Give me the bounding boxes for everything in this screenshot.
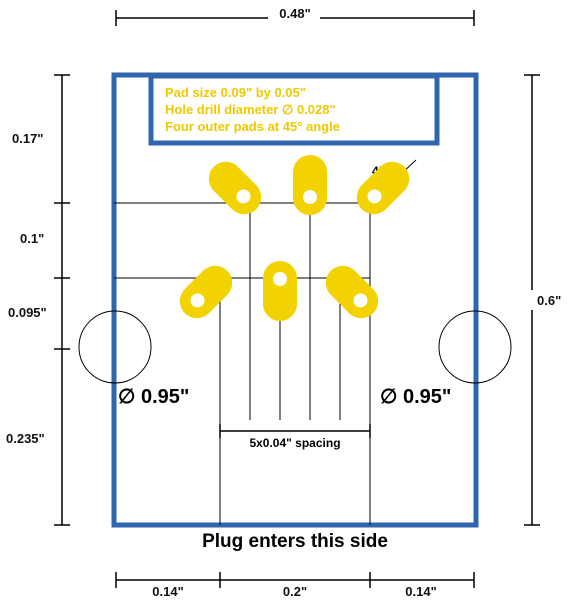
pad-2 bbox=[293, 155, 327, 215]
left-dim-2: 0.1" bbox=[20, 231, 44, 246]
bottom-dimension bbox=[115, 572, 475, 588]
pad-group bbox=[172, 154, 417, 326]
spacing-label: 5x0.04" spacing bbox=[249, 436, 340, 450]
pad-6 bbox=[318, 258, 386, 326]
left-dimension bbox=[54, 74, 70, 526]
left-dim-1: 0.17" bbox=[12, 131, 43, 146]
mount-hole-right bbox=[438, 310, 512, 384]
bottom-dim-right: 0.14" bbox=[405, 584, 436, 599]
pad-4 bbox=[172, 258, 240, 326]
mount-hole-left-label: ∅ 0.95" bbox=[118, 386, 189, 408]
pad-3 bbox=[349, 154, 417, 222]
plug-entry-caption: Plug enters this side bbox=[202, 531, 388, 552]
bottom-dim-left: 0.14" bbox=[152, 584, 183, 599]
spacing-dimension bbox=[219, 424, 371, 438]
left-dim-4: 0.235" bbox=[6, 431, 45, 446]
top-width-label: 0.48" bbox=[279, 6, 310, 21]
mount-hole-right-label: ∅ 0.95" bbox=[380, 386, 451, 408]
note-hole-drill: Hole drill diameter ∅ 0.028" bbox=[165, 102, 336, 117]
pad-1 bbox=[201, 154, 269, 222]
right-height-label: 0.6" bbox=[537, 293, 561, 308]
note-pad-angle: Four outer pads at 45° angle bbox=[165, 119, 340, 134]
bottom-dim-middle: 0.2" bbox=[283, 584, 307, 599]
pad-5 bbox=[263, 261, 297, 321]
mount-hole-left bbox=[78, 310, 152, 384]
construction-lines bbox=[114, 159, 417, 525]
left-dim-3: 0.095" bbox=[8, 305, 47, 320]
note-box bbox=[148, 73, 440, 146]
note-pad-size: Pad size 0.09" by 0.05" bbox=[165, 85, 306, 100]
